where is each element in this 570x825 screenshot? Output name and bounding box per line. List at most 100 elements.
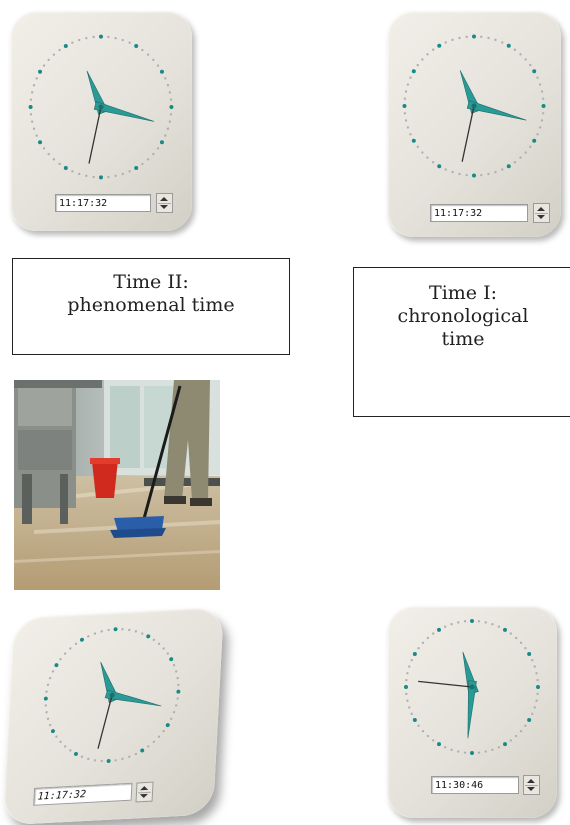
minute-marker [156,64,160,67]
minute-marker [519,641,523,645]
minute-marker [59,740,62,744]
time-spinner-bottom-right[interactable] [523,775,540,795]
minute-marker [121,757,124,761]
hour-marker [169,105,174,109]
hour-marker [506,164,511,169]
spinner-up-icon[interactable] [160,197,168,201]
hour-marker [472,34,476,39]
minute-marker [128,41,131,44]
minute-marker [52,158,56,161]
minute-marker [450,623,453,626]
time-spinner-bottom-left[interactable] [135,781,154,803]
minute-marker [513,48,517,51]
hour-marker [134,44,139,49]
minute-marker [443,625,447,628]
spinner-down-icon[interactable] [527,787,535,791]
minute-marker [146,158,150,161]
minute-marker [78,38,81,42]
minute-marker [93,759,97,762]
minute-marker [535,672,538,675]
minute-marker [52,53,56,56]
minute-marker [174,670,178,673]
minute-marker [29,113,33,116]
minute-marker [501,41,504,44]
hour-marker [106,759,111,764]
hour-marker [472,173,476,178]
minute-marker [47,152,50,156]
minute-marker [426,156,429,159]
hour-marker [437,43,442,48]
minute-marker [45,711,48,714]
hour-marker [176,689,181,694]
label-time-one: Time I: chronological time [353,267,570,417]
minute-marker [169,98,173,101]
time-field-top-right[interactable]: 11:17:32 [430,204,528,222]
minute-marker [92,35,95,39]
second-hand [418,680,473,688]
minute-marker [71,41,74,44]
clock-face-bottom-right [404,619,540,755]
minute-marker [431,161,435,164]
spinner-up-icon[interactable] [140,785,149,791]
minute-marker [85,36,88,40]
minute-marker [146,53,150,56]
minute-marker [410,712,413,716]
clock-center-pin [469,684,475,690]
minute-marker [121,628,124,631]
minute-marker [536,76,539,79]
time-spinner-top-left[interactable] [156,193,173,213]
minute-marker [172,663,176,667]
minute-marker [107,628,110,632]
minute-marker [531,712,534,716]
minute-marker [458,36,461,40]
hour-marker [169,657,174,662]
hour-marker [79,637,84,642]
spinner-up-icon[interactable] [527,779,535,783]
minute-marker [494,38,497,42]
minute-marker [536,678,539,682]
hour-marker [411,69,416,74]
minute-marker [416,63,419,67]
minute-marker [168,120,172,123]
time-field-bottom-left[interactable]: 11:17:32 [33,782,133,806]
minute-marker [59,657,62,661]
minute-marker [457,621,460,624]
minute-marker [87,757,90,761]
hour-marker [503,742,507,747]
clock-center-pin [98,104,104,110]
time-field-top-left[interactable]: 11:17:32 [55,194,151,212]
minute-marker [147,745,150,748]
minute-marker [409,76,412,79]
minute-marker [114,36,117,40]
time-spinner-top-right[interactable] [533,203,550,223]
minute-marker [524,724,527,727]
mopping-image [14,380,220,590]
minute-marker [477,620,481,623]
label-time-one-line1: Time I: [429,282,497,304]
minute-marker [421,641,425,645]
minute-marker [164,77,167,80]
minute-marker [46,717,50,720]
time-field-bottom-right[interactable]: 11:30:46 [431,776,519,794]
minute-marker [35,134,38,137]
minute-hand [104,689,162,707]
minute-marker [480,173,483,177]
minute-marker [451,170,454,174]
spinner-down-icon[interactable] [160,205,168,209]
hour-marker [159,140,164,145]
minute-marker [47,58,50,62]
spinner-up-icon[interactable] [537,207,545,211]
minute-marker [100,759,103,763]
hour-marker [99,34,103,39]
minute-marker [168,91,172,94]
minute-marker [406,699,409,702]
clock-center-pin [109,692,115,698]
hour-marker [503,627,507,632]
minute-marker [406,672,409,675]
spinner-down-icon[interactable] [537,215,545,219]
minute-marker [152,152,155,156]
minute-marker [46,683,50,687]
spinner-down-icon[interactable] [139,793,148,799]
minute-marker [87,635,90,638]
minute-marker [529,145,532,149]
